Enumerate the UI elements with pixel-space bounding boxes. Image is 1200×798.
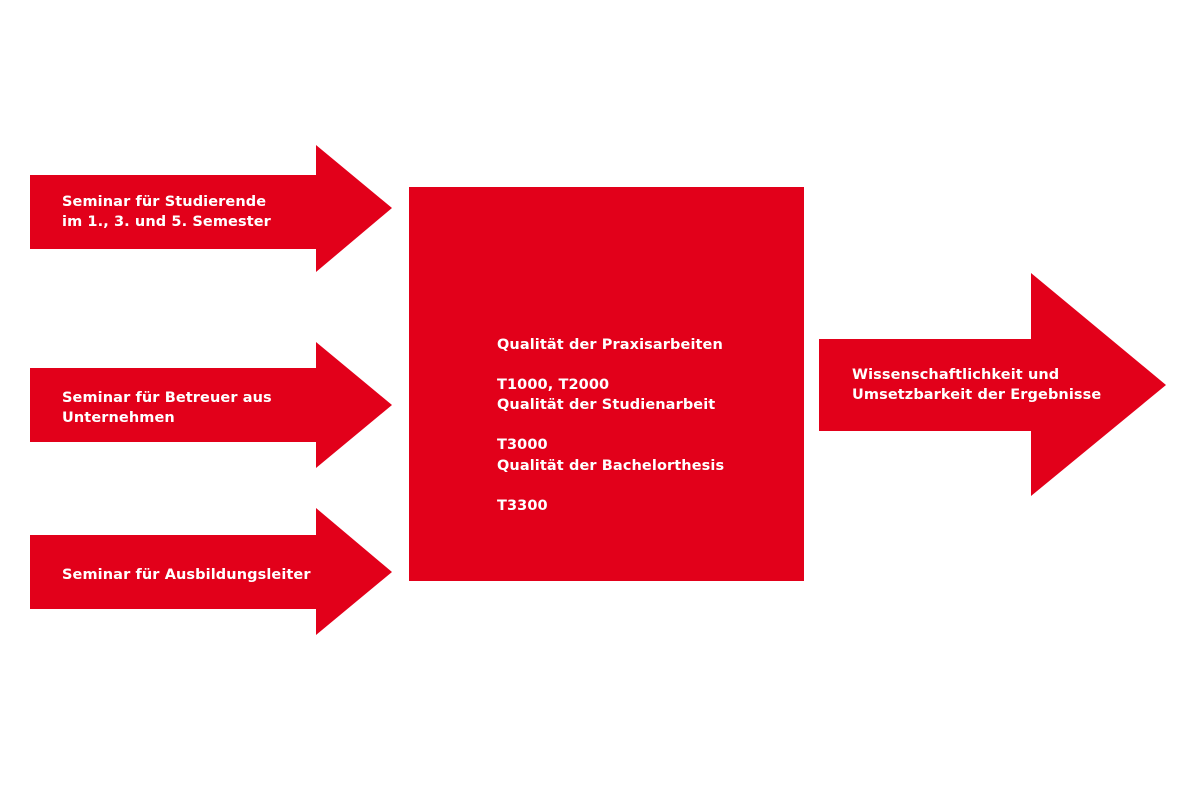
output-arrow <box>819 273 1166 496</box>
center-item-title: Qualität der Studienarbeit <box>497 397 716 413</box>
center-item-code: T3000 <box>497 437 548 453</box>
center-item-title: Qualität der Bachelorthesis <box>497 458 725 474</box>
center-item-2: Qualität der Studienarbeit T3000 <box>497 375 715 475</box>
center-item-3: Qualität der Bachelorthesis T3300 <box>497 436 724 536</box>
center-item-code: T1000, T2000 <box>497 377 610 393</box>
output-label: Wissenschaftlichkeit und Umsetzbarkeit d… <box>852 367 1102 403</box>
input-label-2: Seminar für Betreuer aus Unternehmen <box>62 390 272 426</box>
input-arrow-3 <box>30 508 392 635</box>
center-item-code: T3300 <box>497 498 548 514</box>
center-item-1: Qualität der Praxisarbeiten T1000, T2000 <box>497 315 723 415</box>
input-label-1: Seminar für Studierende im 1., 3. und 5.… <box>62 194 271 230</box>
center-box <box>409 187 804 581</box>
input-label-3: Seminar für Ausbildungsleiter <box>62 567 311 583</box>
input-arrow-2 <box>30 342 392 468</box>
input-arrow-1 <box>30 145 392 272</box>
center-item-title: Qualität der Praxisarbeiten <box>497 337 723 353</box>
